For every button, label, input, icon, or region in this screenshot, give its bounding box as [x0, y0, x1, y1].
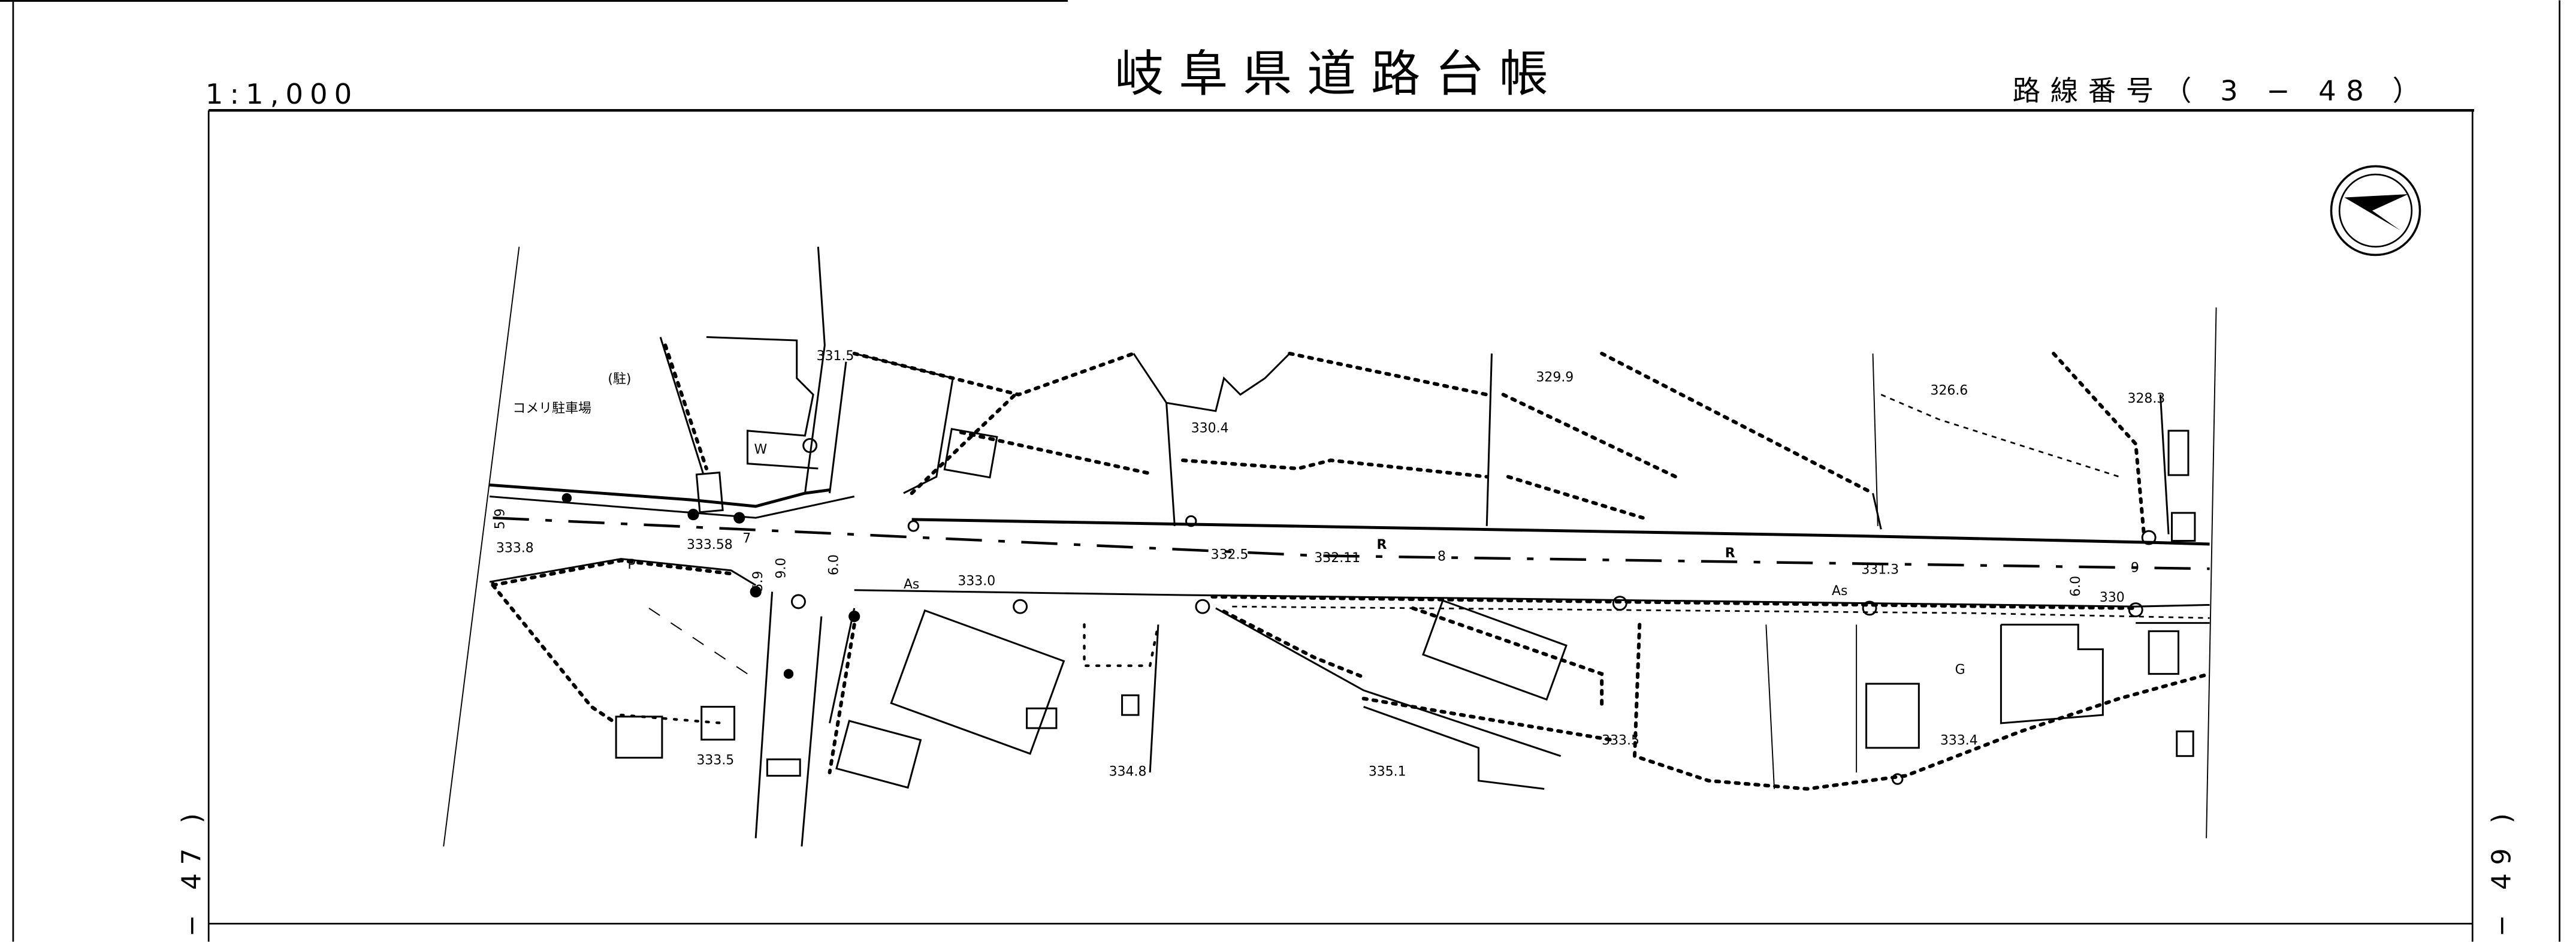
elevation-label: 335.1: [1369, 765, 1406, 780]
elevation-label: 332.11: [1314, 551, 1360, 566]
land-use-label: G: [1955, 663, 1965, 678]
well-symbol: W: [754, 442, 767, 457]
elevation-label: 333.0: [958, 574, 995, 589]
next-page-label: − 49 ): [2486, 805, 2517, 937]
scale-label: 1:1,000: [206, 78, 358, 110]
north-arrow-icon: [2330, 165, 2421, 256]
elevation-label: 331.5: [817, 349, 854, 364]
width-label: 9: [2131, 561, 2139, 576]
width-label: 6.0: [2068, 576, 2083, 597]
elevation-label: 330: [2100, 590, 2125, 605]
route-number: 路線番号（ 3 − 48 ）: [2013, 75, 2430, 107]
width-label: 6.0: [826, 554, 841, 575]
page-title: 岐阜県道路台帳: [1115, 46, 1563, 102]
elevation-label: 328.3: [2128, 391, 2166, 406]
manhole-symbols: [561, 438, 2157, 785]
width-label: 5.9: [493, 508, 508, 529]
road-symbol: R: [1377, 538, 1387, 552]
asphalt-label: As: [904, 577, 919, 592]
elevation-label: 333.5: [696, 753, 734, 768]
parking-name: コメリ駐車場: [512, 401, 591, 416]
elevation-label: 333.5: [1602, 733, 1639, 748]
width-label: 9.0: [774, 558, 789, 579]
road-symbol: R: [1725, 546, 1735, 561]
elevation-label: 326.6: [1931, 384, 1968, 398]
elevation-label: 331.3: [1861, 562, 1899, 577]
width-label: 7: [742, 531, 751, 546]
pole-symbol: P: [627, 557, 635, 572]
elevation-label: 333.8: [496, 541, 534, 556]
width-label: 8: [1438, 549, 1446, 564]
elevation-label: 334.8: [1109, 765, 1147, 780]
prev-page-label: − 47 ): [176, 805, 207, 937]
elevation-label: 333.4: [1940, 733, 1978, 748]
elevation-label: 333.58: [687, 538, 733, 552]
asphalt-label: As: [1832, 584, 1847, 599]
width-label: 5.9: [751, 571, 766, 592]
parking-abbrev: (駐): [608, 372, 631, 387]
road-map: (駐) コメリ駐車場 331.5 330.4 329.9 326.6 328.3…: [0, 0, 2217, 847]
elevation-label: 330.4: [1191, 421, 1229, 436]
elevation-label: 329.9: [1536, 370, 1574, 385]
elevation-label: 332.5: [1211, 548, 1249, 563]
